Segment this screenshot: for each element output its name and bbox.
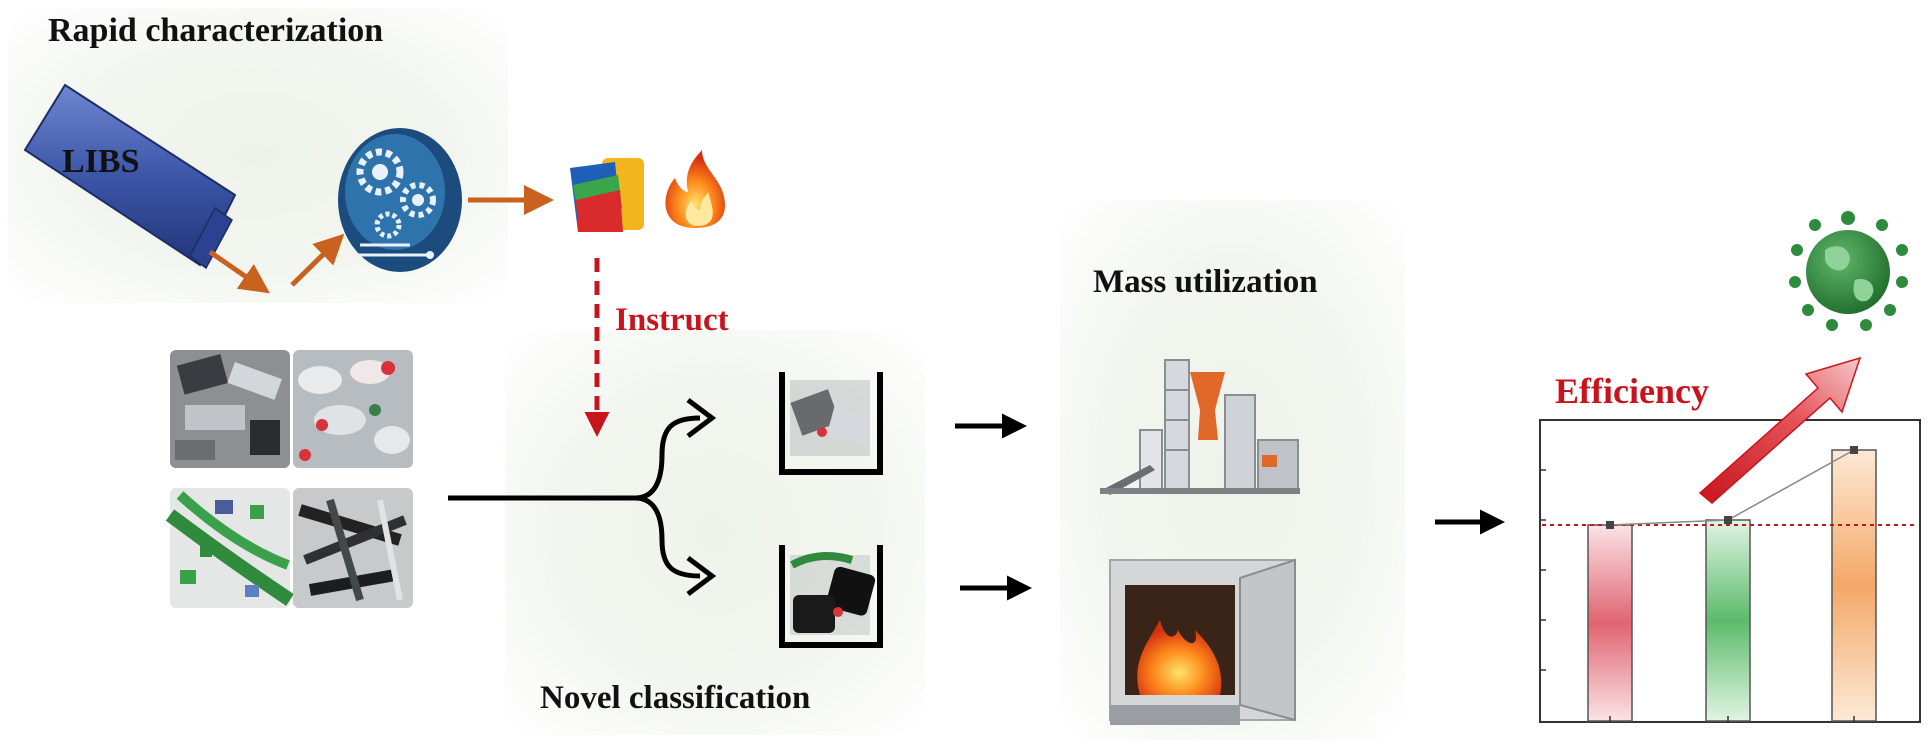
industrial-plant-icon <box>1100 359 1300 495</box>
branch-arrowhead-bottom <box>686 556 717 596</box>
furnace-icon <box>1109 558 1296 725</box>
sorting-bin-top <box>779 372 883 475</box>
instruct-label: Instruct <box>615 302 729 338</box>
branch-connector <box>448 415 701 579</box>
mass-utilization-title: Mass utilization <box>1093 264 1318 300</box>
green-earth-icon <box>1789 211 1908 331</box>
novel-classification-title: Novel classification <box>540 680 811 716</box>
novel-classification-panel <box>505 330 925 735</box>
efficiency-chart <box>1539 419 1921 723</box>
efficiency-label-line1: Efficiency <box>1555 371 1709 411</box>
rapid-characterization-title: Rapid characterization <box>48 12 384 49</box>
chart-bar-red <box>1587 524 1633 722</box>
book-icon <box>570 158 644 232</box>
libs-label: LIBS <box>62 143 140 180</box>
chart-bar-green <box>1705 519 1751 722</box>
waste-photo-grid <box>165 350 413 608</box>
flame-icon <box>665 150 725 228</box>
branch-arrowhead-top <box>686 398 717 438</box>
arrow-to-ai <box>290 233 345 287</box>
arrow-libs-down <box>208 249 270 294</box>
efficiency-up-arrow <box>1698 356 1862 504</box>
ai-brain-icon <box>338 128 462 272</box>
chart-bar-orange <box>1831 449 1877 722</box>
libs-instrument <box>23 83 237 270</box>
sorting-bin-bottom <box>779 545 883 648</box>
